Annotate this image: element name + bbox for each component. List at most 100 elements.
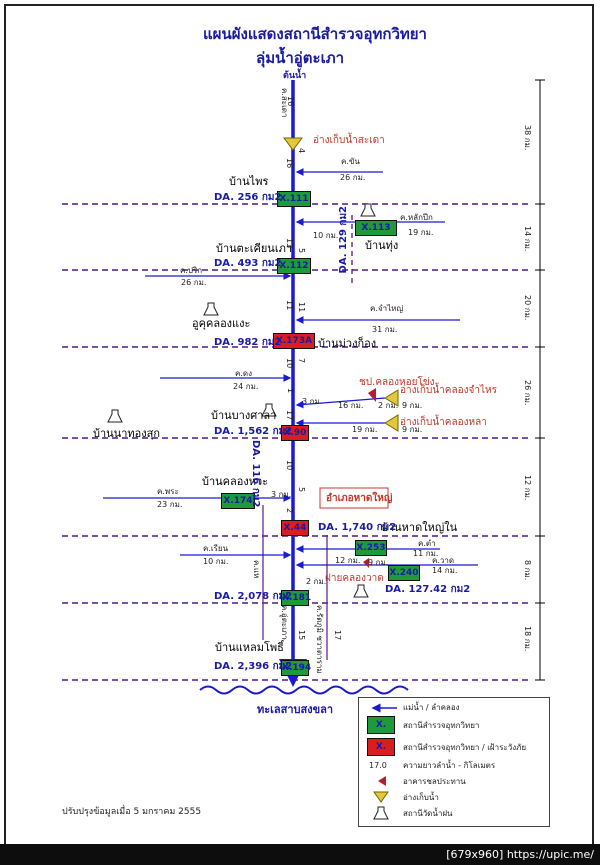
rain-gauge-icon-1 bbox=[360, 203, 376, 217]
dist-main-7: 11 bbox=[297, 302, 306, 313]
legend-rain-icon bbox=[373, 806, 389, 820]
legend-distance-label: ความยาวลำน้ำ - กิโลเมตร bbox=[403, 761, 496, 770]
legend-weir-icon bbox=[378, 776, 386, 786]
station-x174[interactable]: X.174 bbox=[221, 493, 255, 509]
station-x173a[interactable]: X.173A bbox=[273, 333, 315, 349]
rain-gauge-icon-2 bbox=[203, 302, 219, 316]
trib-label-tao: ค.ตำ bbox=[418, 539, 436, 548]
watermark-bar: [679x960] https://upic.me/ bbox=[0, 844, 600, 865]
segment-3: 20 กม. bbox=[523, 295, 532, 321]
segment-scale bbox=[535, 79, 545, 681]
dist-trib-17: 12 กม. bbox=[335, 556, 361, 565]
legend: แม่น้ำ / ลำคลอง X. สถานีสำรวจอุทกวิทยา X… bbox=[358, 697, 550, 827]
dist-main-10: 1 bbox=[286, 388, 295, 394]
rain-gauge-icon-5 bbox=[353, 584, 369, 598]
dist-main-2: 4 bbox=[297, 148, 306, 154]
segment-7: 18 กม. bbox=[523, 626, 532, 652]
trib-label-rian: ค.เรียน bbox=[203, 544, 229, 553]
station-x181[interactable]: X.181 bbox=[281, 590, 311, 606]
da-x113: DA. 129 กม2 bbox=[338, 206, 349, 274]
dist-main-12: 10 bbox=[285, 460, 294, 471]
dist-trib-6: 24 กม. bbox=[233, 382, 259, 391]
segment-6: 8 กม. bbox=[523, 560, 532, 581]
segment-1: 38 กม. bbox=[523, 125, 532, 151]
trib-label-utapao: ค.อู่ตะเภา bbox=[280, 605, 289, 640]
da-x111: DA. 256 กม2 bbox=[214, 192, 282, 203]
dist-trib-4: 26 กม. bbox=[181, 278, 207, 287]
legend-river-label: แม่น้ำ / ลำคลอง bbox=[403, 703, 460, 712]
rain-gauges bbox=[107, 203, 376, 598]
trib-label-chamai: ค.จำไหญ่ bbox=[370, 304, 404, 313]
dist-trib-20: 9 กม. bbox=[368, 558, 389, 567]
hatyai-box bbox=[319, 487, 389, 509]
dist-main-3: 16 bbox=[285, 158, 294, 169]
dist-main-13: 5 bbox=[297, 487, 306, 493]
legend-river-icon bbox=[371, 703, 397, 713]
reservoir-icons bbox=[283, 137, 399, 432]
reservoir-label-sadao: อ่างเก็บน้ำสะเดา bbox=[313, 135, 385, 146]
trib-label-pik: ค.ปริก bbox=[180, 266, 203, 275]
da-x174: DA. 116 กม2 bbox=[250, 440, 261, 508]
headwater-label: ต้นน้ำ bbox=[283, 71, 307, 81]
village-thung: บ้านทุ่ง bbox=[365, 239, 399, 252]
village-nathong: บ้านนาทองสุก bbox=[93, 427, 160, 440]
station-x90[interactable]: X.90 bbox=[281, 425, 309, 441]
station-x113[interactable]: X.113 bbox=[355, 220, 397, 236]
dist-trib-2: 10 กม. bbox=[313, 231, 339, 240]
dist-trib-13: 23 กม. bbox=[157, 500, 183, 509]
city-label-hatyai: อำเภอหาดใหญ่ bbox=[326, 493, 393, 504]
dist-main-4: 13 bbox=[285, 238, 294, 249]
legend-reservoir-icon bbox=[373, 791, 389, 803]
da-x181: DA. 2,078 กม2 bbox=[214, 591, 293, 602]
da-x90: DA. 1,562 กม2 bbox=[214, 426, 293, 437]
station-x253[interactable]: X.253 bbox=[355, 540, 387, 556]
station-x194[interactable]: X.194 bbox=[281, 660, 311, 676]
dist-trib-9: 2 กม. bbox=[378, 401, 399, 410]
dist-trib-10: 9 กม. bbox=[402, 401, 423, 410]
station-x240[interactable]: X.240 bbox=[388, 565, 420, 581]
watermark-text: [679x960] https://upic.me/ bbox=[446, 848, 594, 861]
dist-main-1: 16 bbox=[286, 96, 295, 107]
station-x44[interactable]: X.44 bbox=[281, 520, 309, 536]
weir-icon bbox=[368, 388, 376, 402]
dist-trib-16: 11 กม. bbox=[413, 549, 439, 558]
trib-reservoir-1 bbox=[295, 397, 386, 409]
dist-trib-19: 2 กม. bbox=[306, 577, 327, 586]
trib-label-lakpi: ค.หลักปีก bbox=[400, 213, 433, 222]
legend-reservoir-label: อ่างเก็บน้ำ bbox=[403, 793, 439, 802]
reservoir-label-chamai: อ่างเก็บน้ำคลองจำไหร bbox=[400, 385, 497, 396]
village-khlongngae: อูคุคลองแงะ bbox=[192, 317, 251, 330]
station-x111[interactable]: X.111 bbox=[277, 191, 311, 207]
legend-distance-num: 17.0 bbox=[369, 761, 387, 770]
legend-weir-label: อาคารชลประทาน bbox=[403, 777, 466, 786]
village-bangsala: บ้านบางศาลา bbox=[211, 409, 277, 422]
reservoir-icon-lao bbox=[384, 414, 399, 432]
segment-4: 26 กม. bbox=[523, 380, 532, 406]
trib-label-dong: ค.ดง bbox=[235, 369, 252, 378]
dist-trib-8: 16 กม. bbox=[338, 401, 364, 410]
village-takhian: บ้านตะเคียนเภา bbox=[216, 242, 293, 255]
station-x112[interactable]: X.112 bbox=[277, 258, 311, 274]
trib-label-ngae: ค.แห bbox=[252, 560, 261, 579]
weir-wat-icon bbox=[363, 558, 369, 568]
legend-green-label: สถานีสำรวจอุทกวิทยา bbox=[403, 721, 480, 730]
reservoir-label-lao: อ่างเก็บน้ำคลองหลา bbox=[400, 417, 487, 428]
diagram-subtitle: ลุ่มน้ำอู่ตะเภา bbox=[256, 49, 345, 67]
dist-main-11: 17 bbox=[285, 410, 294, 421]
rain-gauge-icon-4 bbox=[107, 409, 123, 423]
trib-label-phrue: ค.พระ bbox=[157, 487, 179, 496]
dist-trib-1: 26 กม. bbox=[340, 173, 366, 182]
dist-trib-11: 19 กม. bbox=[352, 425, 378, 434]
legend-rain-label: สถานีวัดน้ำฝน bbox=[403, 809, 453, 818]
sea-waves bbox=[199, 685, 409, 695]
dist-trib-14: 3 กม. bbox=[271, 490, 292, 499]
dist-main-9: 7 bbox=[297, 358, 306, 364]
trib-label-rattaphum: ค.รัตภูมิ ชวาตาราม bbox=[315, 605, 324, 674]
dist-main-5: 5 bbox=[297, 248, 306, 254]
da-x112: DA. 493 กม2 bbox=[214, 258, 282, 269]
weir-label-wat: ฝายคลองวาด bbox=[325, 573, 384, 584]
dist-main-8: 10 bbox=[285, 358, 294, 369]
rain-gauge-icon-3 bbox=[261, 403, 277, 417]
village-khlonghwa: บ้านคลองหวะ bbox=[202, 475, 269, 488]
village-hatyainai: บ้านหาดใหญ่ใน bbox=[381, 521, 458, 534]
